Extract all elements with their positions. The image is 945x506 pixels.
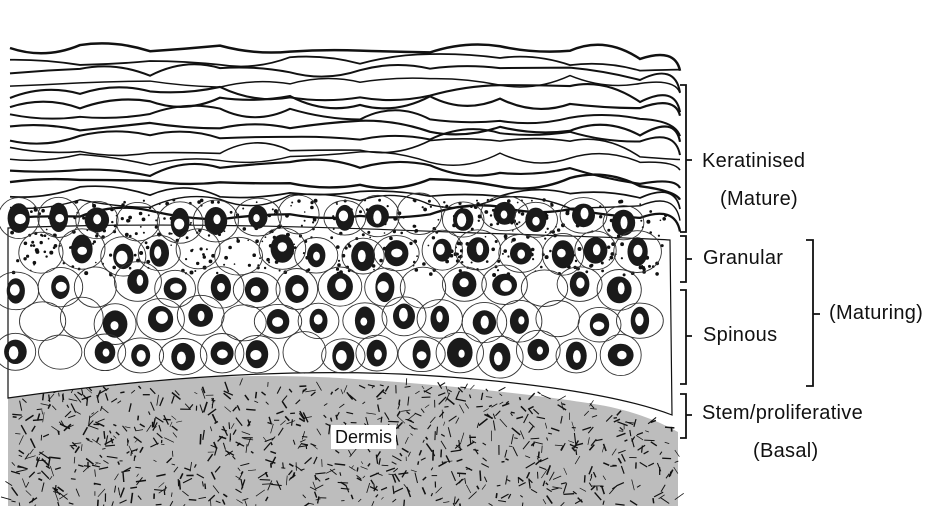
label-maturing: (Maturing) <box>829 302 923 325</box>
label-mature: (Mature) <box>720 188 798 211</box>
label-dermis: Dermis <box>331 425 396 449</box>
label-basal: (Basal) <box>753 440 818 463</box>
label-spinous: Spinous <box>703 324 777 347</box>
label-granular: Granular <box>703 247 783 270</box>
label-stem-proliferative: Stem/proliferative <box>702 402 863 425</box>
label-keratinised: Keratinised <box>702 150 805 173</box>
